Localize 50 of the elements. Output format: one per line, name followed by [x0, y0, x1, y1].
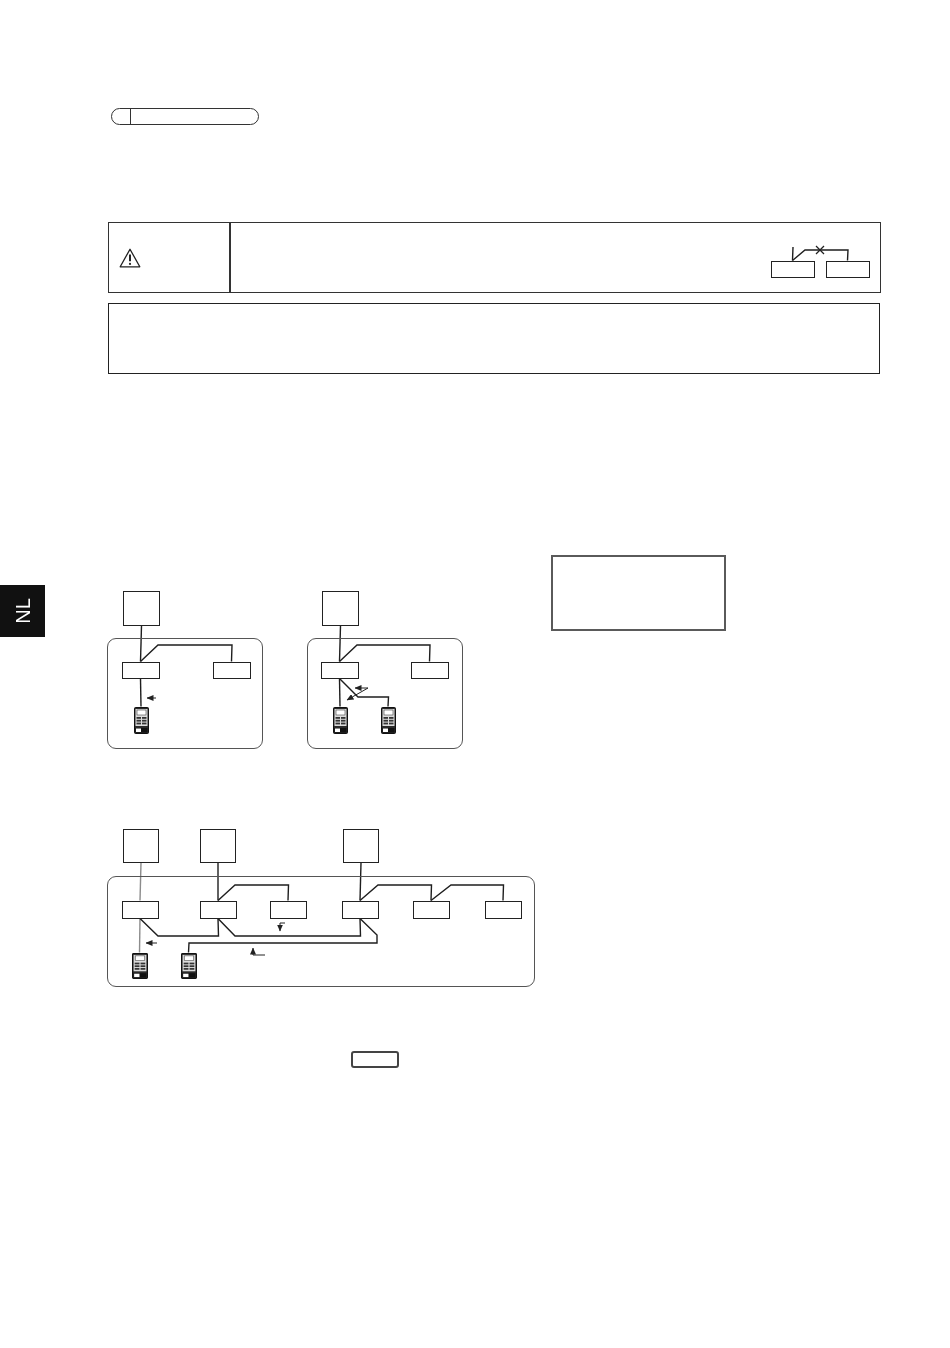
unit-box	[123, 829, 159, 863]
unit-box	[343, 829, 379, 863]
unit-box	[123, 591, 160, 626]
remote-control-icon	[131, 952, 148, 979]
remote-control-icon	[180, 952, 197, 979]
wire-line	[139, 625, 143, 663]
wire-line	[217, 884, 290, 902]
unit-box	[199, 900, 237, 919]
unit-box	[770, 260, 815, 278]
wire-line	[430, 884, 505, 902]
warning-panel	[108, 222, 881, 293]
wire-line	[338, 677, 341, 708]
rounded-tag-frame	[351, 1051, 399, 1068]
unit-box	[121, 900, 159, 919]
wire-line	[139, 644, 233, 663]
wire-line	[217, 862, 219, 902]
unit-box	[269, 900, 307, 919]
language-code: NL	[12, 598, 33, 624]
unit-box	[200, 829, 236, 863]
remote-control-icon	[332, 706, 348, 734]
unit-box	[322, 591, 359, 626]
unit-box	[825, 260, 870, 278]
unit-box	[412, 900, 450, 919]
wire-line	[338, 625, 342, 663]
wire-line	[139, 917, 220, 937]
language-tab	[0, 585, 45, 637]
wire-line	[791, 246, 794, 262]
group-frame	[107, 876, 535, 987]
info-frame	[551, 555, 726, 631]
wire-line	[338, 677, 390, 708]
unit-box	[320, 661, 359, 679]
wire-line	[187, 917, 378, 954]
wire-line	[791, 249, 849, 262]
wire-line	[217, 917, 362, 937]
remote-control-icon	[380, 706, 396, 734]
unit-box	[410, 661, 449, 679]
wire-line	[139, 677, 142, 708]
unit-box	[341, 900, 379, 919]
unit-box	[121, 661, 160, 679]
wire-line	[359, 862, 362, 902]
wire-line	[138, 917, 141, 954]
note-panel	[108, 303, 880, 374]
unit-box	[484, 900, 522, 919]
wire-line	[359, 884, 433, 902]
remote-control-icon	[133, 706, 149, 734]
unit-box	[212, 661, 251, 679]
group-frame	[307, 638, 463, 749]
group-frame	[107, 638, 263, 749]
wire-line	[139, 862, 142, 902]
wire-line	[338, 644, 431, 663]
